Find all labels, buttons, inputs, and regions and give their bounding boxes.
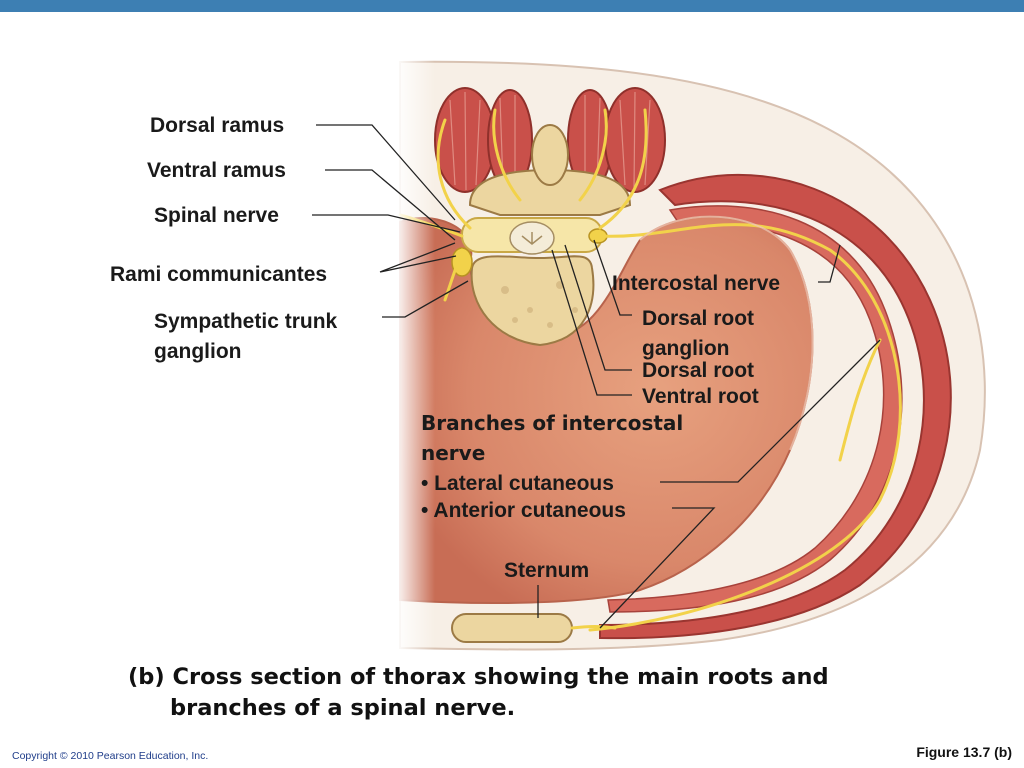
header-bar <box>0 0 1024 12</box>
copyright-notice: Copyright © 2010 Pearson Education, Inc. <box>12 750 209 762</box>
label-dorsal-root: Dorsal root <box>642 359 755 382</box>
nerves <box>398 108 902 632</box>
label-anterior-cutaneous: • Anterior cutaneous <box>421 499 626 522</box>
label-ventral-root: Ventral root <box>642 385 759 408</box>
label-sympathetic-trunk-line1: Sympathetic trunk <box>154 310 338 333</box>
vertebral-body <box>470 255 595 347</box>
intercostal-muscle-inner <box>607 205 903 613</box>
label-sternum: Sternum <box>504 559 590 582</box>
label-sympathetic-trunk-line2: ganglion <box>154 340 242 363</box>
sternum-bone <box>451 613 573 643</box>
intercostal-muscle-outer <box>599 173 952 640</box>
label-lateral-cutaneous: • Lateral cutaneous <box>421 472 614 495</box>
label-ventral-ramus: Ventral ramus <box>147 159 286 182</box>
label-dorsal-root-ganglion-line1: Dorsal root <box>642 307 755 330</box>
caption-line2: branches of a spinal nerve. <box>170 695 516 721</box>
label-rami-communicantes: Rami communicantes <box>110 263 328 286</box>
label-branches-heading-line2: nerve <box>421 441 486 465</box>
label-branches-heading-line1: Branches of intercostal <box>421 411 684 435</box>
leader-lines <box>312 124 881 629</box>
label-sympathetic-trunk-ganglion: Sympathetic trunk ganglion <box>154 307 337 367</box>
label-branches-heading: Branches of intercostal nerve <box>421 408 683 468</box>
label-dorsal-root-ganglion: Dorsal root ganglion <box>642 304 754 364</box>
label-dorsal-ramus: Dorsal ramus <box>150 114 285 137</box>
dorsal-muscles <box>434 87 666 193</box>
caption-line1: (b) Cross section of thorax showing the … <box>128 664 829 690</box>
label-intercostal-nerve: Intercostal nerve <box>612 272 781 295</box>
spinous-process <box>531 124 569 186</box>
figure-caption: (b) Cross section of thorax showing the … <box>128 662 829 724</box>
label-spinal-nerve: Spinal nerve <box>154 204 279 227</box>
label-dorsal-root-ganglion-line2: ganglion <box>642 337 730 360</box>
figure-number: Figure 13.7 (b) <box>916 744 1012 760</box>
